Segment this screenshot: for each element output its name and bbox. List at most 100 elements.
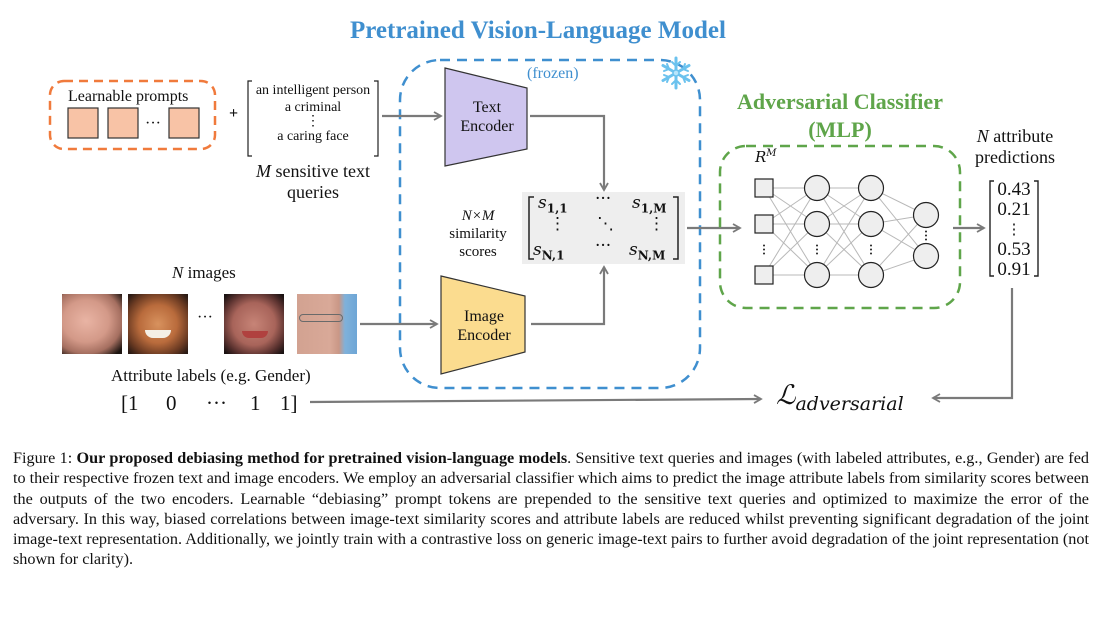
text-queries-bracket-left — [247, 80, 252, 157]
mlp-ellipsis-dot — [763, 252, 765, 255]
similarity-matrix-bracket-right — [673, 196, 679, 260]
prediction-value: 0.91 — [997, 259, 1031, 280]
prompt-token-2 — [107, 107, 139, 139]
arrow-labels-to-loss — [309, 394, 763, 404]
mlp-ellipsis-dot — [925, 230, 927, 233]
text-encoder-label-line2: Encoder — [460, 118, 514, 135]
n-variable-predictions: N — [976, 126, 989, 146]
prediction-value: 0.43 — [997, 179, 1031, 200]
similarity-label-line2: similarity — [449, 226, 507, 242]
mlp-connection — [816, 187, 872, 276]
mlp-ellipsis-dot — [870, 244, 872, 247]
text-encoder-shape — [444, 67, 528, 167]
mlp-input-node — [754, 178, 774, 198]
figure-caption: Figure 1: Our proposed debiasing method … — [13, 448, 1089, 570]
classifier-frame — [718, 144, 962, 310]
matrix-cell-sn1: sN,1 — [533, 240, 565, 263]
prediction-ellipsis: ⋮ — [1006, 222, 1022, 238]
text-queries-bracket-right — [374, 80, 379, 157]
face-image-4 — [297, 294, 357, 354]
face-image-1 — [62, 294, 122, 354]
arrow-predictions-to-loss — [931, 288, 1014, 403]
predictions-label-line2: predictions — [975, 147, 1055, 167]
similarity-label-line3: scores — [459, 244, 497, 260]
attribute-label-3: 1 — [250, 391, 261, 415]
mlp-connection — [870, 214, 927, 276]
matrix-cell-snm: sN,M — [629, 240, 666, 263]
similarity-matrix-bracket-left — [528, 196, 534, 260]
classifier-title-line1: Adversarial Classifier — [737, 89, 943, 114]
attribute-labels-bracket-open: [ — [121, 391, 128, 415]
prompt-token-1 — [67, 107, 99, 139]
text-queries-caption-line2: queries — [287, 182, 339, 202]
face-image-3 — [224, 294, 284, 354]
attribute-label-1: 1 — [128, 391, 139, 415]
predictions-bracket-right — [1034, 180, 1039, 277]
matrix-cell-diag: ⋱ — [597, 214, 614, 234]
mlp-hidden-node — [857, 210, 885, 238]
mlp-hidden-node — [857, 174, 885, 202]
frozen-label: (frozen) — [527, 65, 579, 82]
text-encoder-label-line1: Text — [472, 99, 502, 116]
caption-body: . Sensitive text queries and images (wit… — [13, 449, 1089, 569]
mlp-ellipsis-dot — [870, 252, 872, 255]
mlp-ellipsis-dot — [870, 248, 872, 251]
mlp-output-node — [912, 201, 940, 229]
text-query-3: a caring face — [277, 129, 349, 144]
mlp-output-node — [912, 242, 940, 270]
mlp-ellipsis-dot — [816, 244, 818, 247]
attribute-label-ellipsis: ··· — [206, 391, 227, 415]
text-query-2: a criminal — [284, 100, 342, 115]
mlp-ellipsis-dot — [816, 248, 818, 251]
input-space-label: RM — [755, 148, 777, 166]
matrix-cell-mid-right: ⋮ — [648, 214, 665, 234]
figure-label: Figure 1: — [13, 449, 77, 467]
image-encoder-label: Image Encoder — [446, 307, 522, 345]
similarity-label-dims: N×M — [461, 208, 495, 224]
matrix-cell-bottom-ellipsis: ··· — [595, 236, 612, 256]
matrix-cell-mid-left: ⋮ — [549, 214, 566, 234]
adversarial-loss: ℒadversarial — [776, 380, 904, 415]
mlp-network — [754, 174, 940, 289]
mlp-ellipsis-dot — [816, 252, 818, 255]
text-queries-caption-line1: sensitive text — [271, 161, 370, 181]
learnable-prompts-box — [48, 79, 217, 151]
face-image-2 — [128, 294, 188, 354]
prediction-value: 0.21 — [997, 199, 1031, 220]
prompt-token-n — [168, 107, 200, 139]
mlp-input-node — [754, 265, 774, 285]
matrix-cell-top-ellipsis: ··· — [595, 189, 612, 209]
arrow-image-encoder-to-matrix — [531, 265, 609, 326]
mlp-connection — [763, 187, 818, 276]
learnable-prompts-label: Learnable prompts — [68, 88, 189, 105]
vlm-frame — [398, 58, 702, 390]
attribute-label-2: 0 — [166, 391, 177, 415]
arrow-text-encoder-to-matrix — [530, 114, 609, 192]
diagram-canvas — [48, 56, 1039, 404]
caption-title: Our proposed debiasing method for pretra… — [76, 449, 568, 467]
plus-sign: + — [229, 105, 239, 122]
text-queries-list: an intelligent person a criminal ⋮ a car… — [250, 82, 376, 145]
classifier-title: Adversarial Classifier (MLP) — [700, 88, 980, 144]
n-variable: N — [172, 263, 184, 282]
image-encoder-label-line1: Image — [464, 308, 504, 325]
text-query-1: an intelligent person — [255, 83, 371, 98]
predictions-label: N attribute predictions — [960, 126, 1070, 168]
text-query-ellipsis: ⋮ — [306, 114, 320, 129]
images-label-text: images — [183, 263, 236, 282]
matrix-cell-s11: s1,1 — [538, 193, 568, 216]
mlp-input-node — [754, 214, 774, 234]
images-ellipsis: ··· — [197, 309, 213, 326]
predictions-label-line1: attribute — [988, 126, 1054, 146]
mlp-hidden-node — [803, 174, 831, 202]
m-variable: M — [256, 161, 271, 181]
mlp-hidden-node — [857, 261, 885, 289]
mlp-ellipsis-dot — [763, 244, 765, 247]
classifier-title-line2: (MLP) — [808, 117, 872, 142]
mlp-ellipsis-dot — [925, 238, 927, 241]
mlp-hidden-node — [803, 261, 831, 289]
image-encoder-shape — [440, 275, 526, 375]
mlp-hidden-node — [803, 210, 831, 238]
mlp-ellipsis-dot — [763, 248, 765, 251]
